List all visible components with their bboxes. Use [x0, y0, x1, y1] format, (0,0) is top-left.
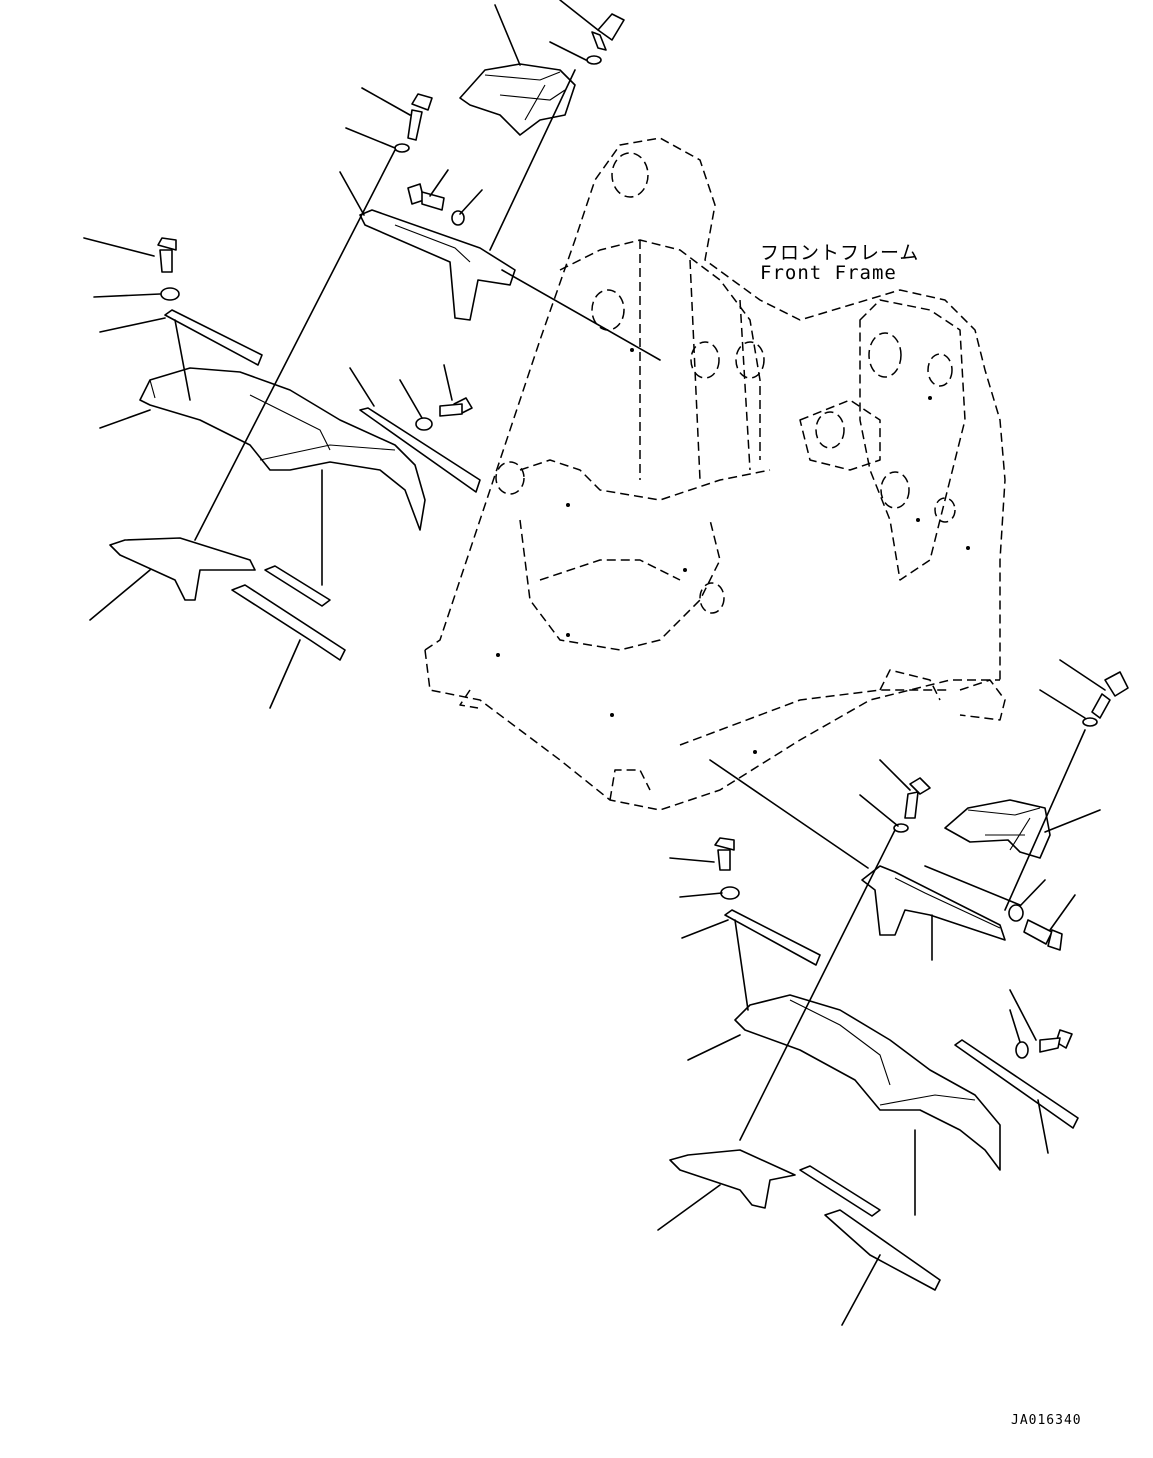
- lower-bracket: [824, 1209, 941, 1291]
- left-fender-assembly: [83, 0, 661, 709]
- washer: [720, 886, 740, 900]
- washer: [451, 210, 465, 226]
- lower-bracket: [264, 565, 331, 607]
- drawing-id: JA016340: [1011, 1413, 1082, 1428]
- washer: [1082, 717, 1098, 727]
- washer: [160, 287, 180, 301]
- washer: [586, 55, 602, 65]
- fender: [734, 994, 1001, 1171]
- bolt: [714, 837, 735, 871]
- frame-label-english: Front Frame: [760, 262, 897, 284]
- lower-bracket: [799, 1165, 881, 1217]
- bolt: [1023, 919, 1063, 951]
- fender: [139, 367, 426, 531]
- strip-plate: [359, 407, 481, 493]
- strip-plate: [164, 309, 263, 366]
- bolt: [591, 13, 625, 51]
- washer: [1008, 904, 1024, 922]
- bolt: [1091, 671, 1129, 719]
- bolt: [157, 237, 177, 273]
- frame-label-japanese: フロントフレーム: [760, 242, 920, 264]
- lower-bracket: [669, 1149, 796, 1209]
- bolt: [1039, 1029, 1073, 1053]
- strip-plate: [724, 909, 821, 966]
- lower-bracket: [231, 584, 346, 661]
- washer: [415, 417, 433, 431]
- bolt: [439, 397, 473, 417]
- bolt: [407, 93, 433, 141]
- bolt: [904, 777, 931, 819]
- lower-bracket: [109, 537, 256, 601]
- washer: [1015, 1041, 1029, 1059]
- strip-plate: [954, 1039, 1079, 1129]
- right-fender-assembly: [657, 659, 1129, 1326]
- washer: [394, 143, 410, 153]
- bolt: [407, 183, 445, 211]
